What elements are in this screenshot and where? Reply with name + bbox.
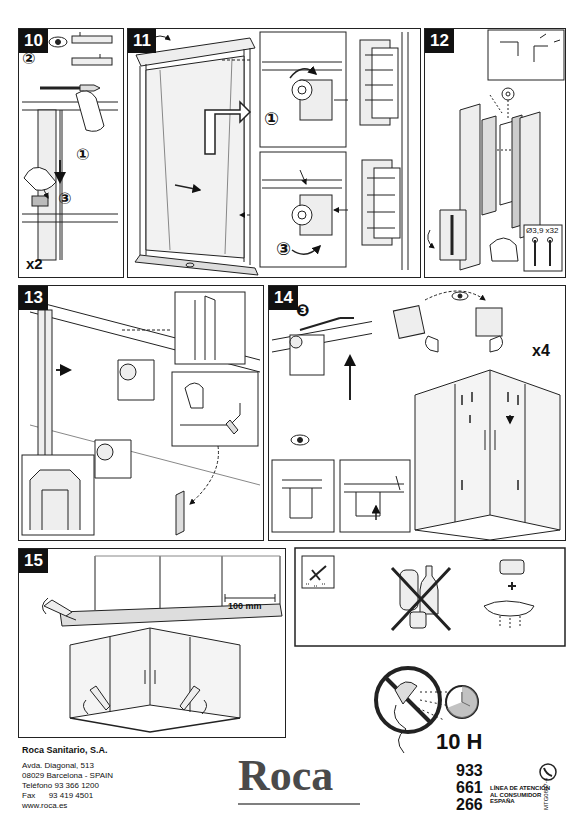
address-line: Avda. Diagonal, 513 bbox=[22, 762, 94, 771]
phone-number: 933 bbox=[456, 762, 483, 780]
document-code: MTG0807-4 bbox=[543, 778, 550, 810]
wait-time: 10 H bbox=[436, 730, 482, 754]
address-line: Fax 93 419 4501 bbox=[22, 792, 93, 801]
company-name: Roca Sanitario, S.A. bbox=[22, 746, 108, 756]
dimension: 100 mm bbox=[228, 602, 262, 612]
phone-number: 266 bbox=[456, 796, 483, 814]
quantity: x4 bbox=[532, 342, 550, 360]
step-14-art bbox=[272, 290, 560, 540]
step-panel: 13 bbox=[18, 285, 264, 541]
step-10-art bbox=[22, 32, 118, 260]
step-number: 15 bbox=[19, 549, 48, 573]
step-number: 12 bbox=[425, 29, 454, 53]
step-number: 13 bbox=[19, 286, 48, 310]
callout-number: ① bbox=[76, 146, 90, 164]
step-11-art bbox=[135, 32, 408, 275]
phone-number: 661 bbox=[456, 779, 483, 797]
step-15-art bbox=[42, 556, 282, 732]
callout-number: ① bbox=[264, 110, 279, 130]
step-number: 14 bbox=[269, 286, 298, 310]
callout-number: ❸ bbox=[296, 302, 310, 320]
address-line: Teléfono 93 366 1200 bbox=[22, 782, 99, 791]
step-number: 10 bbox=[19, 29, 48, 53]
step-12-art bbox=[428, 30, 564, 271]
callout-number: ③ bbox=[276, 240, 291, 260]
step-number: 11 bbox=[128, 29, 156, 53]
step-panel: 11 bbox=[127, 28, 421, 278]
step-13-art bbox=[22, 292, 260, 535]
step-panel: 12 bbox=[424, 28, 566, 278]
address-line: 08029 Barcelona - SPAIN bbox=[22, 772, 113, 781]
brand-logo: Roca bbox=[238, 752, 333, 800]
callout-number: ③ bbox=[58, 190, 72, 208]
quantity: x2 bbox=[26, 256, 43, 273]
care-instructions-art bbox=[295, 548, 565, 646]
step-panel: 14 bbox=[268, 285, 566, 541]
screw-size: Ø3,9 x32 bbox=[526, 227, 558, 236]
callout-number: ② bbox=[22, 50, 36, 68]
helpline-text: LÍNEA DE ATENCIÓN AL CONSUMIDOR ESPAÑA bbox=[490, 785, 552, 805]
website: www.roca.es bbox=[22, 802, 67, 811]
step-panel: 15 bbox=[18, 548, 286, 738]
